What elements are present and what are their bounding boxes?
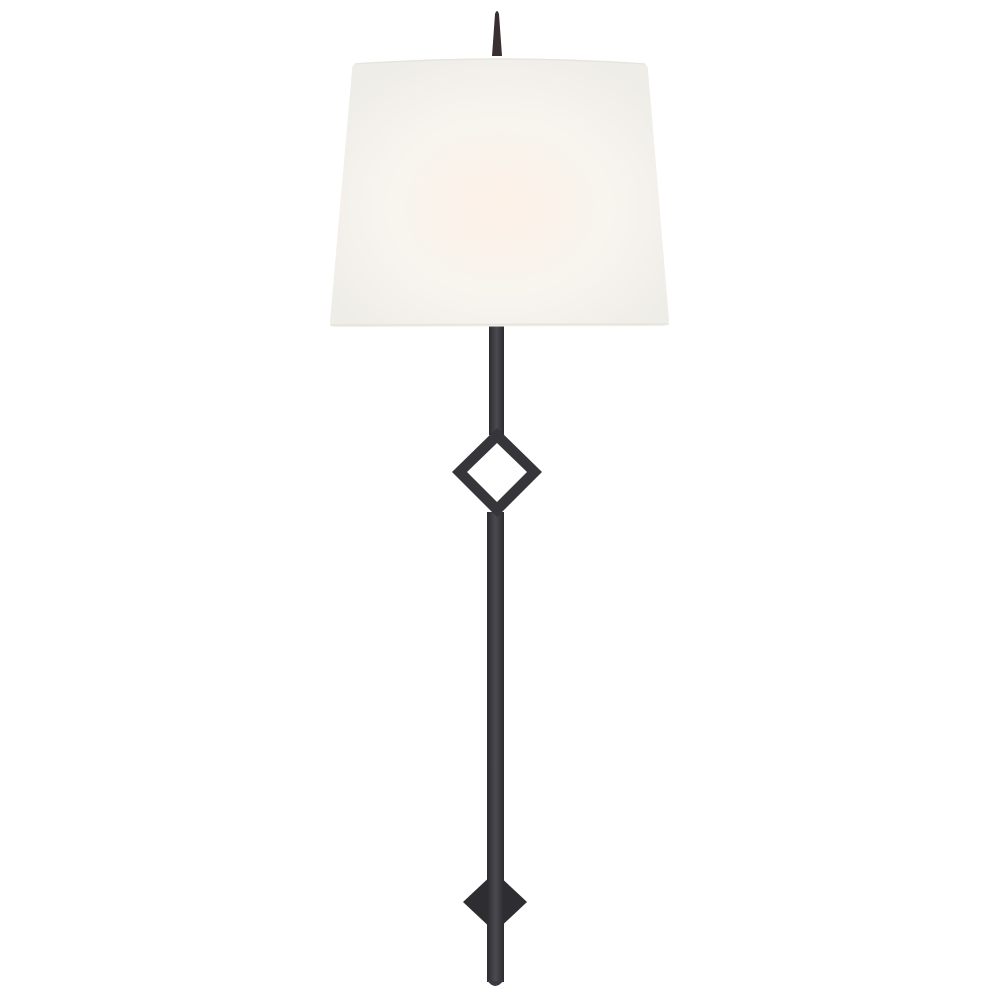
iron-stem [487, 325, 504, 986]
finial-spike [492, 11, 502, 56]
diamond-ornament [452, 428, 542, 517]
lamp-shade [330, 59, 669, 327]
